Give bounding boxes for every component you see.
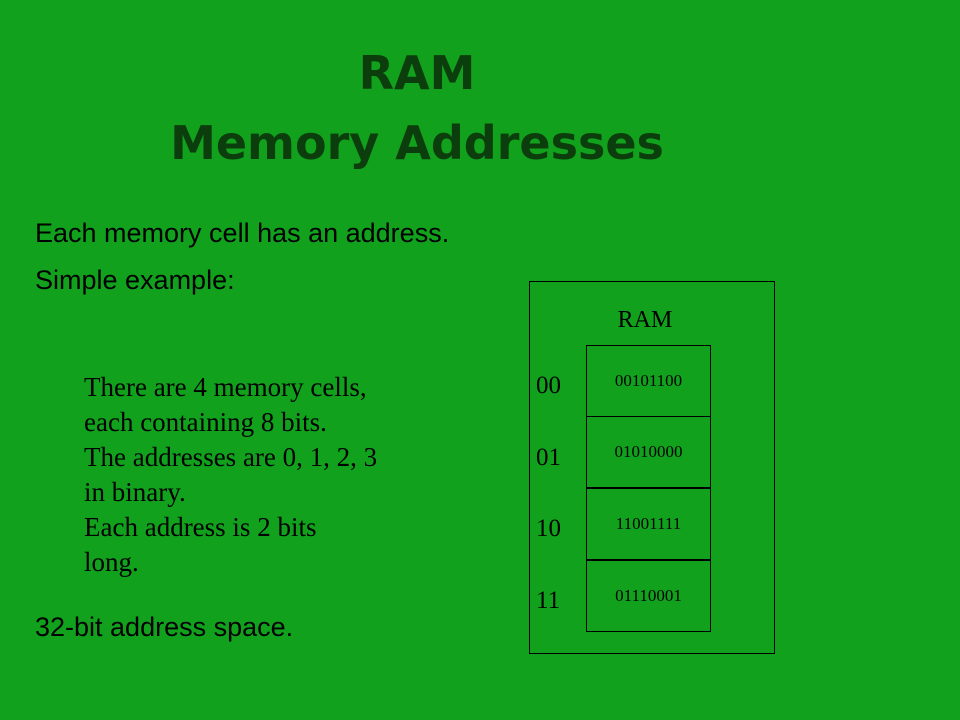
explanation-line: each containing 8 bits. — [84, 407, 327, 437]
ram-cell-value: 11001111 — [586, 488, 711, 560]
ram-diagram-label: RAM — [617, 307, 673, 333]
bullet-memory-cell-address: Each memory cell has an address. — [35, 218, 450, 248]
ram-diagram-frame — [529, 281, 775, 654]
explanation-line: long. — [84, 547, 139, 577]
explanation-line: Each address is 2 bits — [84, 512, 317, 542]
explanation-text: There are 4 memory cells, each containin… — [84, 370, 494, 580]
ram-cell-value: 01110001 — [586, 560, 711, 632]
ram-cell-address: 01 — [536, 444, 561, 471]
ram-cell-address: 10 — [536, 515, 561, 542]
ram-cell-address: 11 — [536, 587, 561, 614]
explanation-line: The addresses are 0, 1, 2, 3 — [84, 442, 378, 472]
ram-cell-address: 00 — [536, 372, 561, 399]
explanation-line: There are 4 memory cells, — [84, 372, 367, 402]
slide-title: RAM — [358, 46, 476, 100]
ram-cell-value: 01010000 — [586, 416, 711, 488]
bullet-simple-example: Simple example: — [35, 265, 235, 295]
ram-cell-value: 00101100 — [586, 345, 711, 417]
bullet-32-bit-address-space: 32-bit address space. — [35, 612, 294, 642]
explanation-line: in binary. — [84, 477, 186, 507]
slide-subtitle: Memory Addresses — [170, 116, 664, 170]
